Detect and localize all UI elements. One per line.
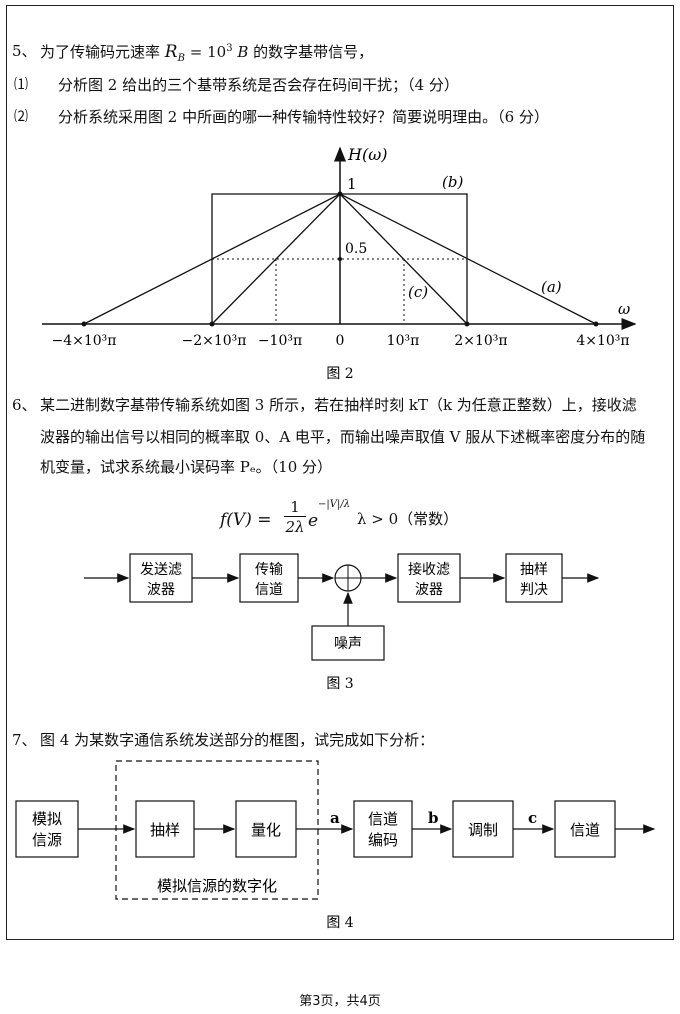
q7-number: 7、 bbox=[12, 731, 37, 749]
signal-label-a: a bbox=[330, 809, 340, 827]
formula-e: e bbox=[308, 511, 319, 531]
value-one: 1 bbox=[347, 175, 357, 193]
block-channel-coding-label: 编码 bbox=[368, 831, 398, 849]
page-frame bbox=[6, 5, 674, 940]
formula-condition: λ > 0（常数） bbox=[357, 510, 459, 528]
tick-dot bbox=[464, 321, 470, 327]
block-channel-coding-label: 信道 bbox=[368, 810, 398, 828]
tick-label: 0 bbox=[336, 333, 345, 349]
block-transmit-filter-label: 波器 bbox=[147, 582, 175, 598]
q5-item-1-number: ⑴ bbox=[14, 77, 28, 93]
tick-label: 2×10³π bbox=[454, 333, 507, 349]
peak-dot bbox=[337, 191, 343, 197]
digitization-group bbox=[115, 760, 319, 900]
q5-intro: 为了传输码元速率 RB = 103 B 的数字基带信号， bbox=[40, 42, 374, 64]
block-sampling bbox=[135, 800, 195, 858]
block-channel-label: 传输 bbox=[255, 562, 283, 578]
block-quantization-label: 量化 bbox=[251, 821, 281, 839]
figure-2: H(ω) ω 1 0.5 (b) (c) (a) −4×10³π −2×10³π… bbox=[42, 145, 637, 382]
formula-exponent: −|V|/λ bbox=[318, 499, 351, 510]
figure-4: 模拟 信源 抽样 量化 信道 编码 调制 信道 a b c 模拟信源的数字化 图… bbox=[15, 760, 656, 931]
block-channel-label: 信道 bbox=[570, 821, 600, 839]
block-sampling-label: 抽样 bbox=[150, 821, 180, 839]
tick-label: 4×10³π bbox=[576, 333, 629, 349]
page-footer: 第3页，共4页 bbox=[299, 994, 381, 1009]
q7-text: 图 4 为某数字通信系统发送部分的框图，试完成如下分析： bbox=[40, 731, 435, 749]
tick-dot bbox=[209, 321, 215, 327]
y-axis-label: H(ω) bbox=[347, 145, 387, 164]
block-receive-filter bbox=[397, 553, 461, 603]
tick-label: −10³π bbox=[258, 333, 302, 349]
half-dot bbox=[338, 257, 342, 261]
block-modulation bbox=[452, 800, 514, 858]
q5-item-2-number: ⑵ bbox=[14, 109, 28, 125]
block-quantization bbox=[235, 800, 297, 858]
block-receive-filter-label: 波器 bbox=[415, 582, 443, 598]
q6-line-2: 波器的输出信号以相同的概率取 0、A 电平，而输出噪声取值 V 服从下述概率密度… bbox=[40, 428, 646, 446]
label-curve-c: (c) bbox=[408, 283, 428, 301]
block-channel-label: 信道 bbox=[255, 582, 283, 598]
figure-3-caption: 图 3 bbox=[326, 676, 353, 692]
signal-label-b: b bbox=[428, 809, 439, 827]
label-curve-b: (b) bbox=[442, 173, 463, 191]
block-sample-decide-label: 判决 bbox=[520, 582, 548, 598]
formula-fraction: 1 2λ bbox=[284, 498, 306, 536]
formula-lhs: f(V) = bbox=[220, 510, 272, 530]
q6-line-1: 某二进制数字基带传输系统如图 3 所示，若在抽样时刻 kT（k 为任意正整数）上… bbox=[40, 396, 637, 414]
x-axis-label: ω bbox=[618, 300, 630, 318]
q5-item-1: 分析图 2 给出的三个基带系统是否会存在码间干扰；（4 分） bbox=[58, 76, 459, 94]
block-analog-source bbox=[15, 800, 79, 858]
figure-3: 发送滤 波器 传输 信道 接收滤 波器 抽样 判决 噪声 图 3 bbox=[84, 553, 600, 692]
tick-dot bbox=[593, 321, 599, 327]
block-noise-label: 噪声 bbox=[334, 636, 362, 652]
tick-label: −2×10³π bbox=[182, 333, 247, 349]
q6-line-3: 机变量，试求系统最小误码率 Pₑ。（10 分） bbox=[40, 458, 333, 476]
figure-4-caption: 图 4 bbox=[326, 915, 353, 931]
block-analog-source-label: 信源 bbox=[32, 831, 62, 849]
q5-number: 5、 bbox=[12, 42, 37, 60]
digitization-group-label: 模拟信源的数字化 bbox=[157, 877, 277, 895]
block-sample-decide-label: 抽样 bbox=[520, 562, 548, 578]
block-receive-filter-label: 接收滤 bbox=[408, 561, 450, 578]
label-curve-a: (a) bbox=[541, 278, 562, 296]
block-channel-coding bbox=[353, 800, 413, 858]
tick-dot bbox=[81, 321, 87, 327]
q5-item-2: 分析系统采用图 2 中所画的哪一种传输特性较好？简要说明理由。（6 分） bbox=[58, 108, 549, 126]
block-channel bbox=[239, 553, 299, 603]
tick-label: −4×10³π bbox=[52, 333, 117, 349]
block-modulation-label: 调制 bbox=[468, 821, 498, 839]
block-noise bbox=[311, 625, 385, 661]
value-half: 0.5 bbox=[345, 241, 367, 257]
block-transmit-filter bbox=[129, 553, 193, 603]
signal-label-c: c bbox=[528, 809, 537, 827]
block-channel bbox=[554, 800, 616, 858]
block-transmit-filter-label: 发送滤 bbox=[140, 562, 182, 578]
tick-label: 10³π bbox=[387, 333, 420, 349]
q6-number: 6、 bbox=[12, 396, 37, 414]
block-analog-source-label: 模拟 bbox=[32, 810, 62, 828]
figure-2-caption: 图 2 bbox=[326, 366, 353, 382]
